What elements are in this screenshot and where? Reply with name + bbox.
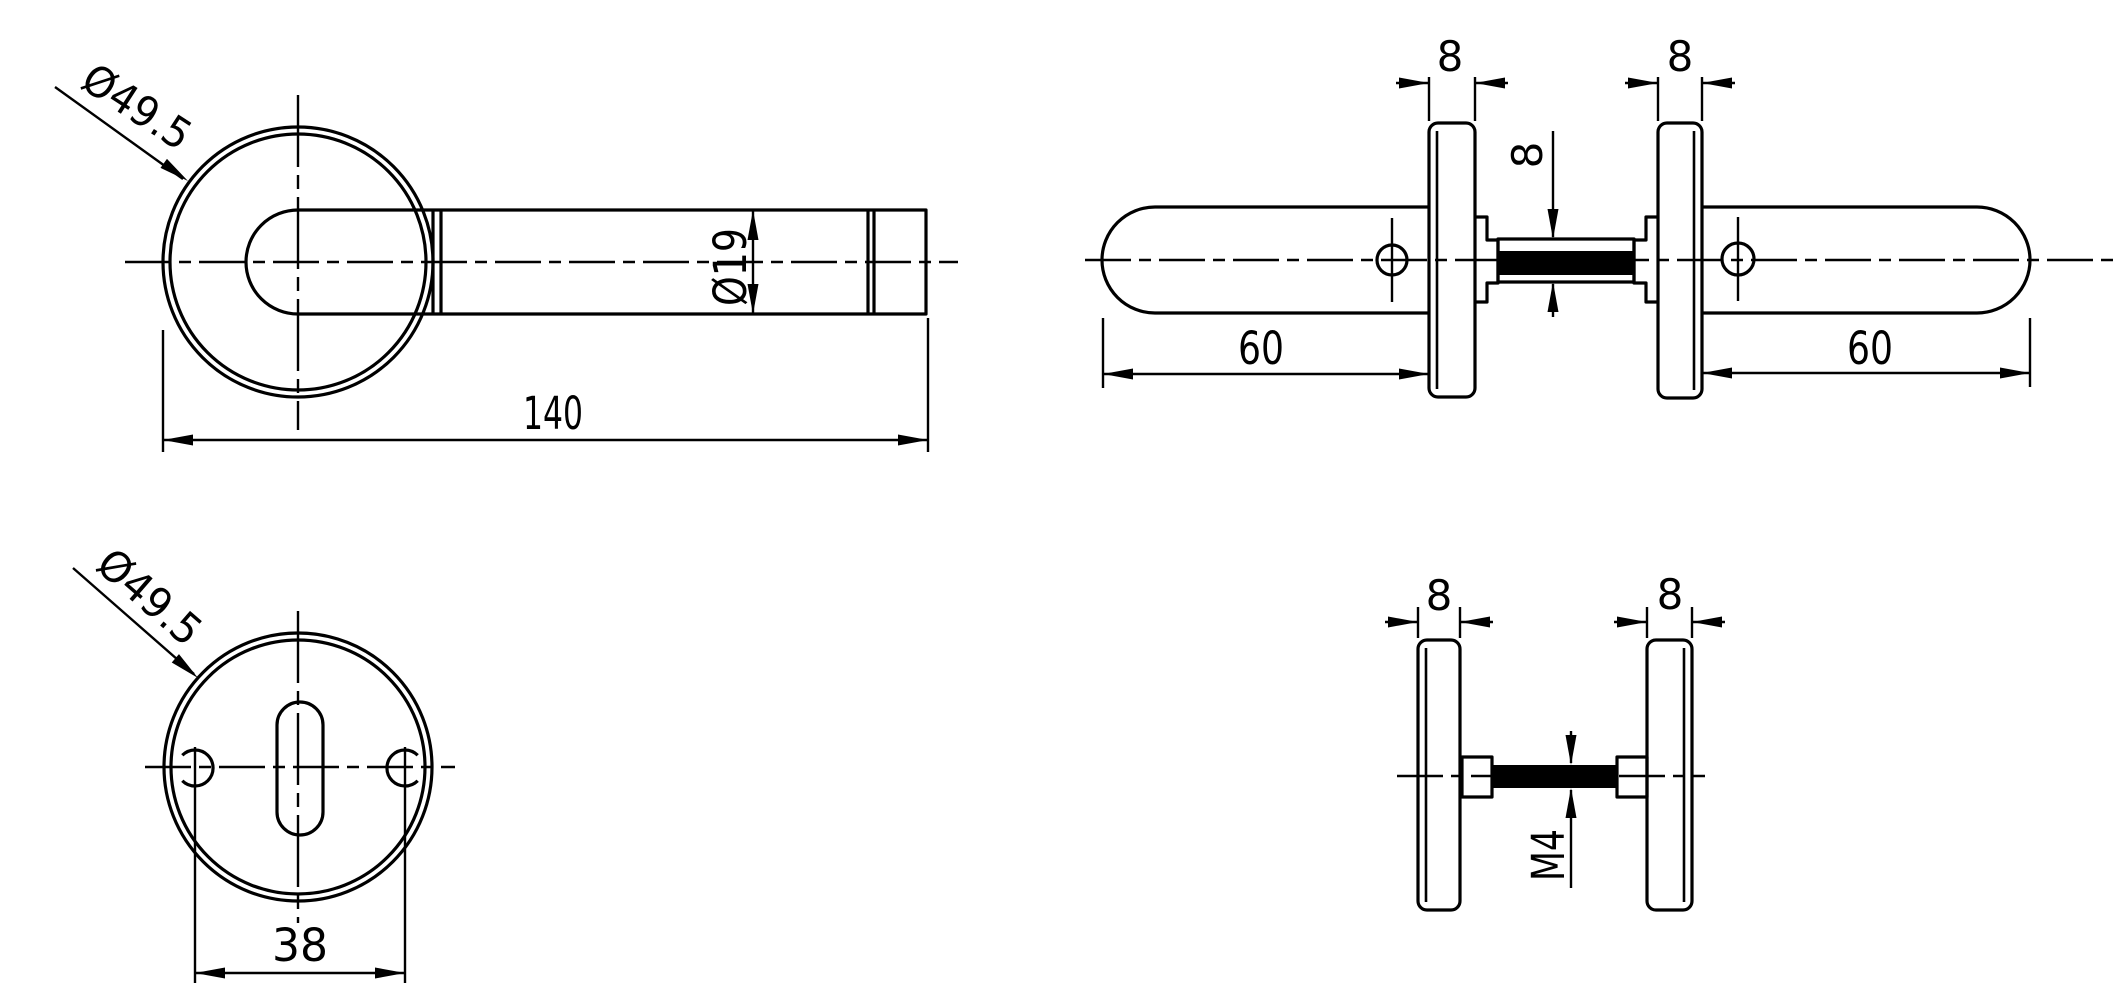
dim-arrowhead — [1460, 616, 1490, 628]
dim-arrowhead — [1399, 368, 1429, 380]
dim-grip-diameter: Ø19 — [704, 228, 757, 306]
keyhole-slot — [275, 700, 325, 837]
view-handle-front: Ø49.5 Ø19 140 — [54, 54, 958, 452]
lever-bar-outline — [433, 208, 928, 316]
dim-arrowhead — [1702, 367, 1732, 379]
connecting-screw-bar — [1492, 765, 1618, 788]
left-grip-outline — [1100, 205, 1429, 315]
leader-arrowhead — [160, 158, 188, 181]
dim-arrowhead — [1547, 282, 1559, 312]
dim-arrowhead — [1702, 77, 1732, 89]
dim-arrowhead — [1103, 368, 1133, 380]
dim-left-rose-thickness: 8 — [1437, 32, 1464, 81]
dim-arrowhead — [195, 967, 225, 979]
dim-arrowhead — [1628, 77, 1658, 89]
dim-right-grip-length: 60 — [1847, 322, 1893, 375]
dim-arrowhead — [898, 434, 928, 446]
dim-arrowhead — [2000, 367, 2030, 379]
dim-arrowhead — [1399, 77, 1429, 89]
left-screw-hole-arc — [181, 748, 215, 788]
right-screw-hole-arc — [385, 748, 419, 788]
left-rose-outline — [1416, 638, 1462, 912]
dim-arrowhead — [747, 210, 759, 240]
leader-line — [54, 86, 184, 180]
lever-cap-outline — [244, 208, 433, 316]
dim-arrowhead — [163, 434, 193, 446]
dim-spindle-height: 8 — [1503, 142, 1552, 169]
view-rose-front: Ø49.5 38 — [72, 539, 455, 983]
left-rose-outline — [1427, 121, 1477, 399]
dim-rose-diameter: Ø49.5 — [73, 54, 200, 160]
dim-arrowhead — [1692, 616, 1722, 628]
dim-arrowhead — [1388, 616, 1418, 628]
dim-right-rose-thickness: 8 — [1657, 570, 1684, 619]
view-rose-side: 8 8 M4 — [1385, 570, 1725, 912]
right-rose-outline — [1656, 121, 1704, 400]
leader-arrowhead — [171, 654, 198, 678]
right-grip-outline — [1702, 205, 2032, 315]
dim-arrowhead — [1617, 616, 1647, 628]
leader-line — [72, 567, 195, 675]
dim-right-rose-thickness: 8 — [1667, 32, 1694, 81]
dim-arrowhead — [1547, 209, 1559, 239]
dim-arrowhead — [1475, 77, 1505, 89]
dim-screw-thread: M4 — [1522, 829, 1575, 881]
spindle-threaded-section — [1498, 251, 1634, 275]
dim-arrowhead — [1565, 735, 1577, 765]
dim-arrowhead — [1565, 788, 1577, 818]
dim-handle-length: 140 — [523, 387, 583, 440]
dim-left-rose-thickness: 8 — [1426, 571, 1453, 620]
dim-screw-spacing: 38 — [272, 919, 328, 972]
dim-arrowhead — [375, 967, 405, 979]
dim-left-grip-length: 60 — [1238, 322, 1284, 375]
view-handle-side: 8 8 8 60 60 — [1085, 32, 2113, 400]
dim-arrowhead — [747, 284, 759, 314]
